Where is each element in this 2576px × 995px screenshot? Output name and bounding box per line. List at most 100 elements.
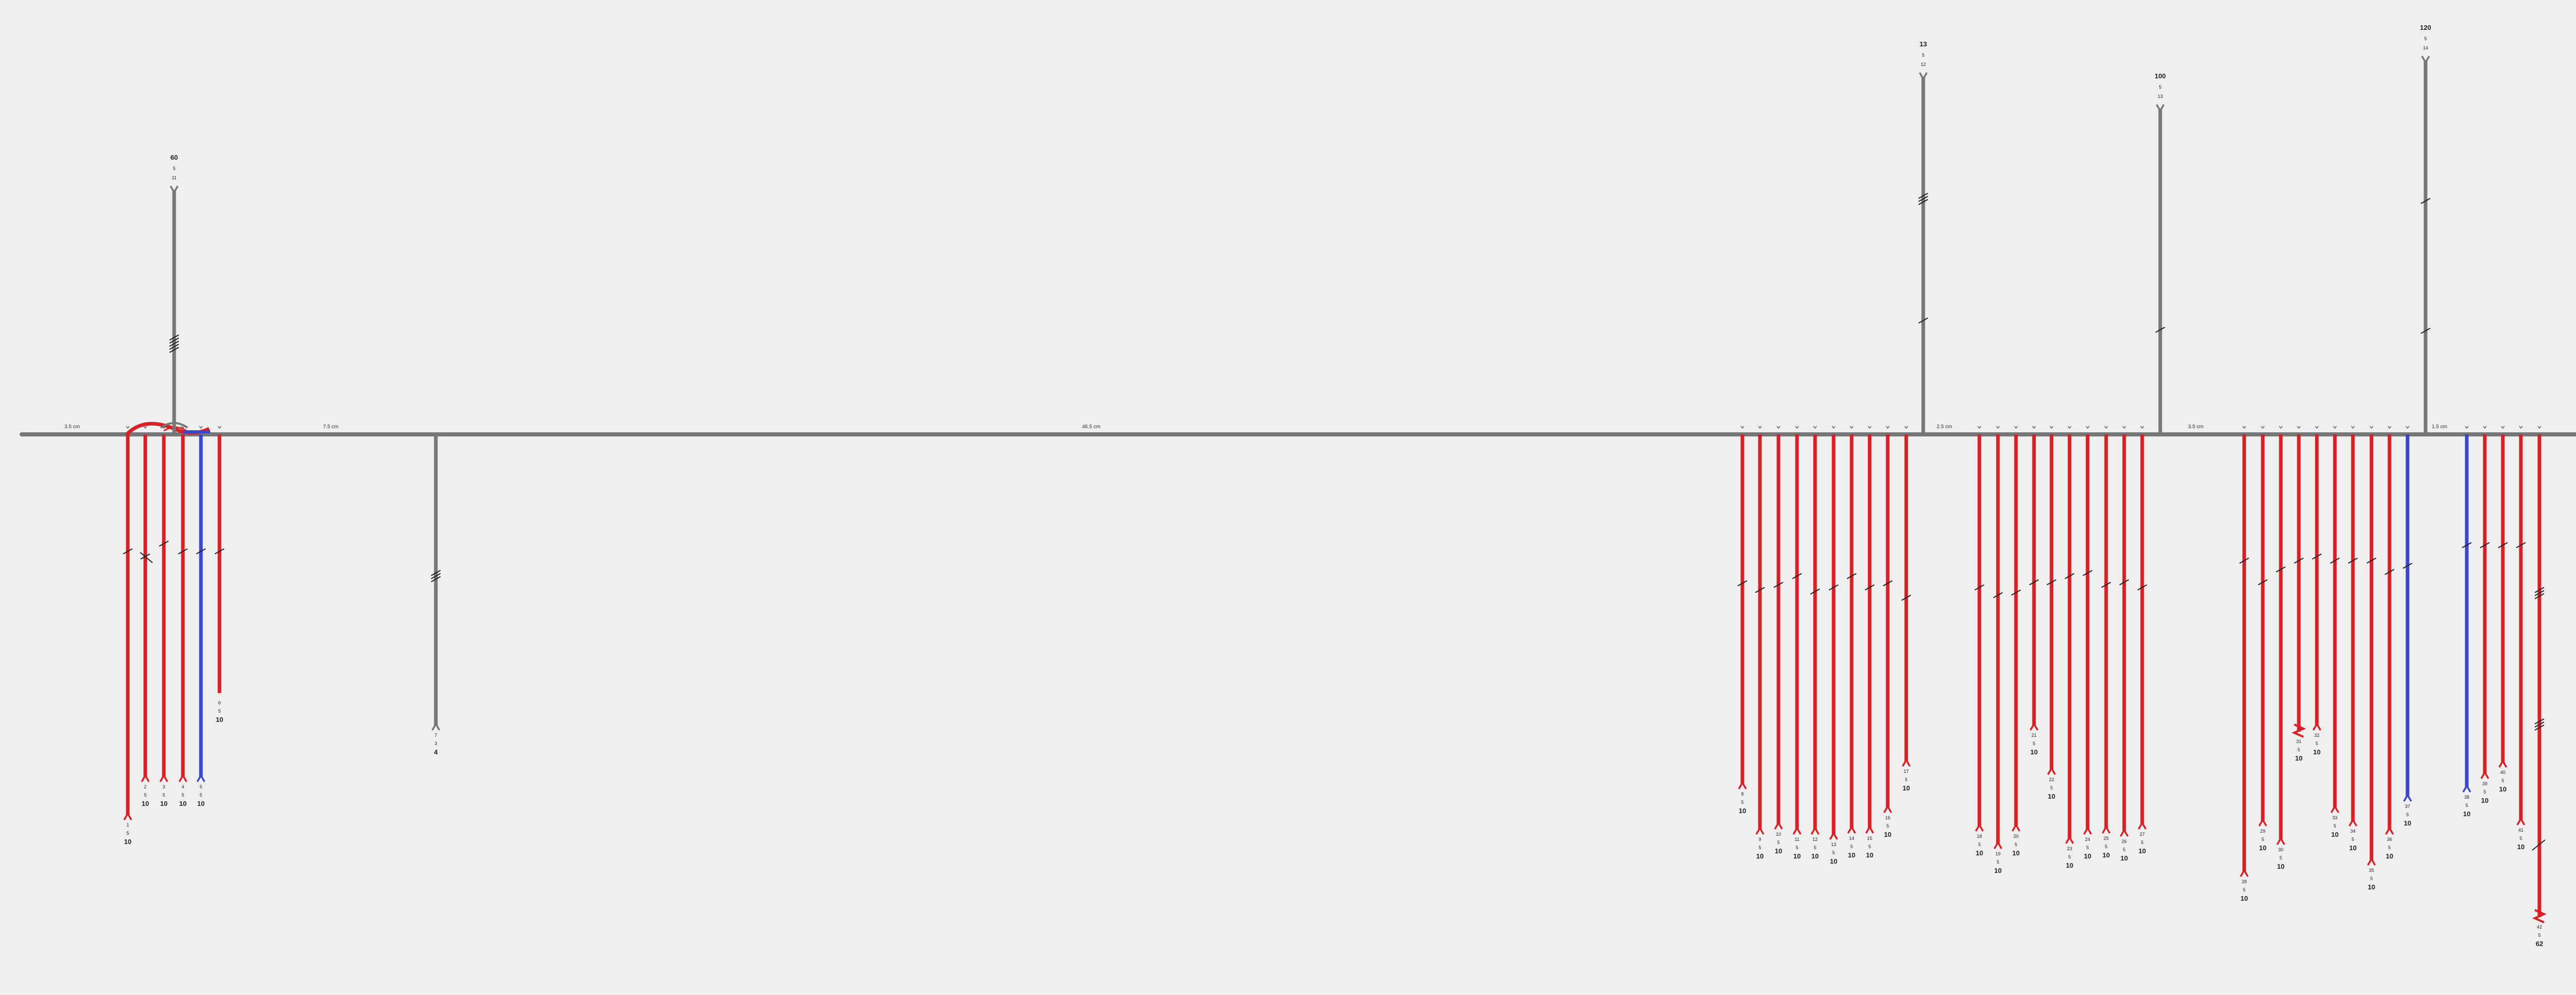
branch-marker (2420, 198, 2431, 204)
wire-sublabel: 5 (2388, 845, 2391, 850)
wire-tick (1832, 426, 1836, 429)
wire-tick (1904, 426, 1908, 429)
wire-arrow (123, 812, 132, 820)
wire-label: 10 (1776, 832, 1781, 837)
wire-marker (2294, 558, 2304, 564)
wire-sublabel: 5 (2032, 741, 2035, 746)
wire-value: 10 (2349, 844, 2357, 852)
wire-marker (2119, 579, 2129, 585)
wire-sublabel: 5 (2351, 837, 2354, 842)
wire-label: 38 (2464, 795, 2469, 800)
branch-marker (169, 338, 179, 344)
wire-arrow (2011, 823, 2021, 832)
wire-value: 10 (2121, 854, 2128, 862)
distance-label: 3.5 cm (64, 424, 80, 430)
wire-tick (2279, 426, 2283, 429)
wire-arrow (2120, 828, 2129, 837)
branch-marker (1918, 193, 1928, 199)
wire-label: 5 (199, 784, 202, 789)
wire-tick (2297, 426, 2301, 429)
wire-value: 10 (1756, 852, 1764, 860)
branch-sublabel: 5 (173, 166, 175, 171)
wire-value: 10 (2084, 852, 2091, 860)
wire-label: 4 (181, 784, 184, 789)
branch-sublabel-2: 13 (2158, 94, 2163, 99)
wire-marker (214, 548, 225, 554)
branch-marker (169, 334, 179, 341)
branch-sublabel: 5 (2424, 36, 2427, 41)
wire-marker (2276, 566, 2286, 572)
wire-marker (2534, 587, 2545, 593)
wire-arrow (2385, 826, 2394, 835)
wire-value: 10 (2277, 863, 2284, 870)
branch-marker (1918, 317, 1928, 324)
wire-marker (2011, 589, 2021, 596)
wire-value: 10 (2259, 844, 2266, 852)
wire-arrow (2047, 766, 2056, 775)
wire-tick (2032, 426, 2036, 429)
wire-tick (2140, 426, 2144, 429)
wire-marker (140, 552, 153, 563)
wire-tick (2351, 426, 2355, 429)
wire-sublabel: 5 (2297, 747, 2300, 752)
wire-marker (2534, 724, 2545, 731)
wire-sublabel: 5 (144, 792, 146, 798)
wire-marker (2534, 721, 2545, 728)
distance-label: 2.5 cm (1937, 424, 1952, 430)
wire-sublabel: 5 (2315, 741, 2318, 746)
wire-label: 7 (434, 733, 437, 738)
wire-label: 19 (1995, 851, 2001, 856)
wire-sublabel: 5 (1814, 845, 1816, 850)
wire-sublabel: 5 (2465, 803, 2468, 808)
wire-sublabel: 5 (1832, 850, 1835, 855)
wire-sublabel: 5 (2501, 778, 2504, 783)
branch-arrow (1919, 72, 1928, 81)
wire-sublabel: 5 (162, 792, 165, 798)
wire-marker (1993, 592, 2003, 598)
wire-label: 1 (126, 822, 129, 828)
wire-arrow (1738, 781, 1747, 789)
wire-marker (2498, 542, 2508, 548)
wire-marker (431, 576, 441, 582)
wire-tick (2315, 426, 2319, 429)
wire-value: 10 (2404, 819, 2411, 827)
wire-label: 35 (2369, 868, 2374, 873)
wire-arrow (2102, 825, 2111, 834)
wire-marker (2137, 584, 2147, 591)
wire-value: 10 (2139, 847, 2146, 855)
wire-tick (1886, 426, 1890, 429)
wire-value: 10 (2103, 851, 2110, 859)
wire-tick (2501, 426, 2505, 429)
wire-value: 4 (434, 748, 438, 756)
wire-tick (181, 426, 185, 429)
wire-sublabel: 5 (2370, 876, 2372, 881)
wire-marker (123, 548, 133, 554)
wire-label: 42 (2537, 924, 2542, 930)
wire-tick (2086, 426, 2090, 429)
wire-value: 10 (2066, 862, 2073, 869)
wire-arrow (2403, 793, 2412, 802)
wire-value: 10 (1830, 857, 1837, 865)
wire-value: 10 (1848, 851, 1855, 859)
wire-tick (217, 426, 222, 429)
wire-sublabel: 3 (434, 741, 437, 746)
wire-sublabel: 5 (2086, 845, 2089, 850)
wire-marker (2239, 558, 2249, 564)
wire-tick (143, 426, 147, 429)
wire-value: 62 (2536, 940, 2543, 948)
wire-label: 15 (1867, 836, 1872, 841)
wire-label: 40 (2500, 770, 2505, 775)
wire-value: 10 (2368, 883, 2375, 891)
wire-arrow (1755, 826, 1765, 835)
wire-tick (1740, 426, 1744, 429)
wire-marker (1737, 580, 1748, 586)
wire-tick (2104, 426, 2108, 429)
wire-value: 10 (1994, 867, 2002, 874)
branch-sublabel-2: 12 (1921, 62, 1926, 67)
wire-marker (1828, 584, 1839, 591)
wire-sublabel: 5 (2123, 847, 2125, 852)
branch-value: 60 (171, 154, 178, 161)
wire-tick (126, 426, 130, 429)
wire-label: 18 (1977, 834, 1982, 839)
